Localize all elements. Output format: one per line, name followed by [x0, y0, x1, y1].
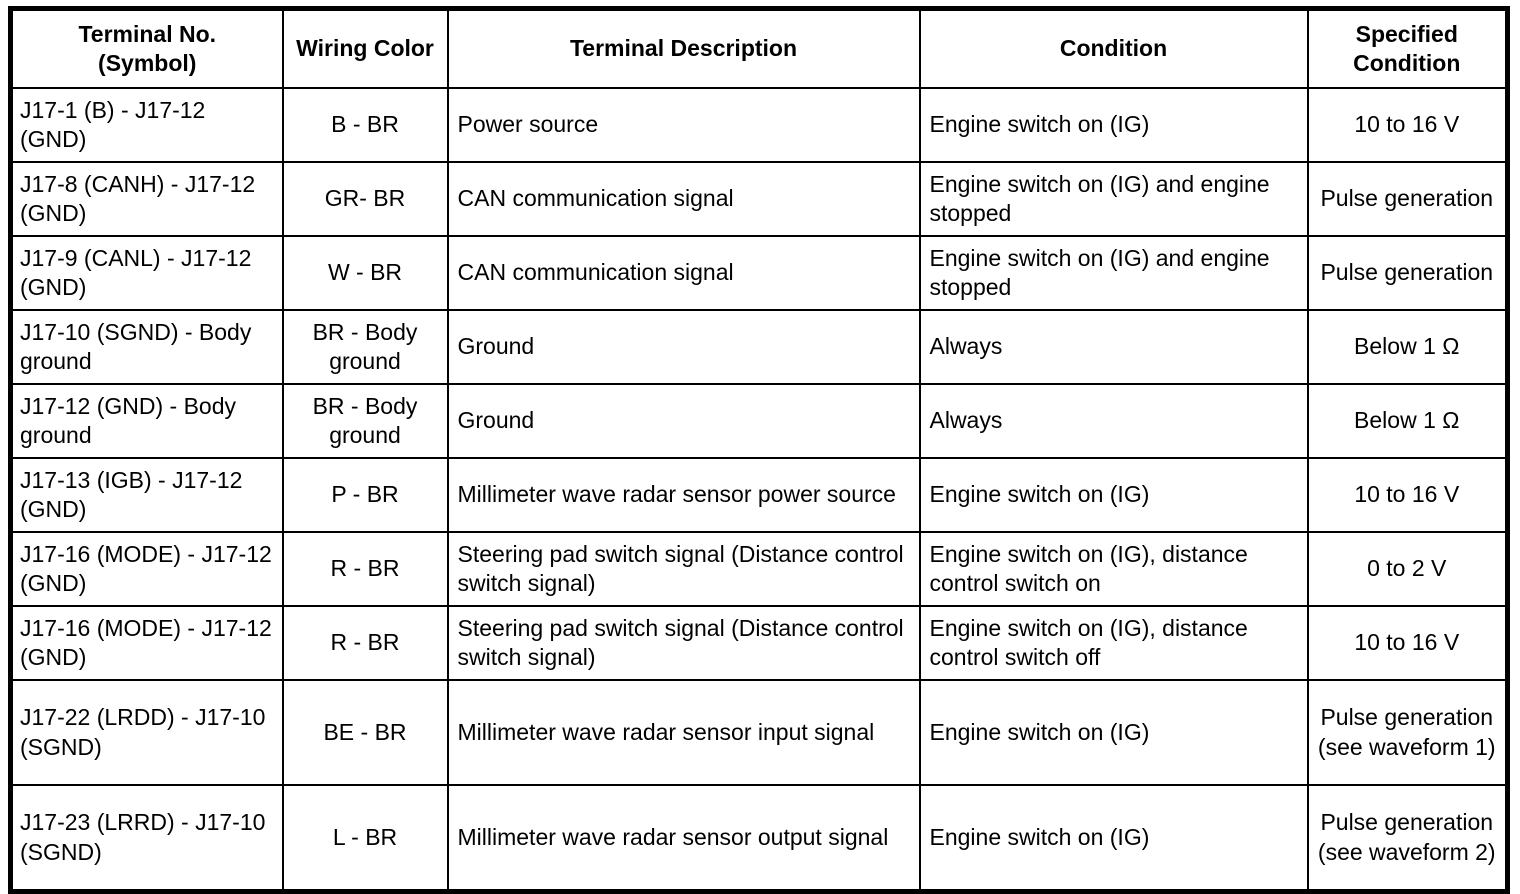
- column-header-specified-condition: Specified Condition: [1306, 7, 1509, 89]
- cell-condition: Engine switch on (IG): [918, 679, 1309, 786]
- header-row: Terminal No. (Symbol) Wiring Color Termi…: [9, 7, 1509, 89]
- cell-terminal-description: Steering pad switch signal (Distance con…: [446, 605, 921, 681]
- cell-wiring-color: L - BR: [281, 784, 449, 893]
- table-row: J17-12 (GND) - Body ground BR - Body gro…: [9, 383, 1509, 459]
- cell-condition: Engine switch on (IG), distance control …: [918, 531, 1309, 607]
- cell-specified-condition: Below 1 Ω: [1306, 383, 1509, 459]
- cell-specified-condition: Pulse generation (see waveform 2): [1306, 784, 1509, 893]
- table-row: J17-23 (LRRD) - J17-10 (SGND) L - BR Mil…: [9, 784, 1509, 893]
- cell-specified-condition: 10 to 16 V: [1306, 87, 1509, 163]
- cell-terminal-no: J17-22 (LRDD) - J17-10 (SGND): [9, 679, 284, 786]
- column-header-terminal-no: Terminal No. (Symbol): [9, 7, 284, 89]
- cell-condition: Engine switch on (IG): [918, 784, 1309, 893]
- table-row: J17-16 (MODE) - J17-12 (GND) R - BR Stee…: [9, 605, 1509, 681]
- cell-terminal-description: Steering pad switch signal (Distance con…: [446, 531, 921, 607]
- cell-wiring-color: GR- BR: [281, 161, 449, 237]
- cell-terminal-description: Millimeter wave radar sensor power sourc…: [446, 457, 921, 533]
- cell-condition: Engine switch on (IG): [918, 87, 1309, 163]
- table-row: J17-13 (IGB) - J17-12 (GND) P - BR Milli…: [9, 457, 1509, 533]
- cell-wiring-color: W - BR: [281, 235, 449, 311]
- column-header-wiring-color: Wiring Color: [281, 7, 449, 89]
- cell-terminal-description: CAN communication signal: [446, 161, 921, 237]
- cell-specified-condition: 10 to 16 V: [1306, 457, 1509, 533]
- cell-terminal-description: Millimeter wave radar sensor output sign…: [446, 784, 921, 893]
- cell-wiring-color: BE - BR: [281, 679, 449, 786]
- cell-wiring-color: BR - Body ground: [281, 309, 449, 385]
- cell-specified-condition: Below 1 Ω: [1306, 309, 1509, 385]
- cell-specified-condition: Pulse generation: [1306, 235, 1509, 311]
- cell-wiring-color: BR - Body ground: [281, 383, 449, 459]
- cell-terminal-no: J17-23 (LRRD) - J17-10 (SGND): [9, 784, 284, 893]
- cell-wiring-color: P - BR: [281, 457, 449, 533]
- table-row: J17-8 (CANH) - J17-12 (GND) GR- BR CAN c…: [9, 161, 1509, 237]
- cell-terminal-no: J17-13 (IGB) - J17-12 (GND): [9, 457, 284, 533]
- cell-specified-condition: 10 to 16 V: [1306, 605, 1509, 681]
- cell-wiring-color: B - BR: [281, 87, 449, 163]
- cell-terminal-no: J17-8 (CANH) - J17-12 (GND): [9, 161, 284, 237]
- cell-terminal-description: Millimeter wave radar sensor input signa…: [446, 679, 921, 786]
- column-header-condition: Condition: [918, 7, 1309, 89]
- cell-terminal-description: Power source: [446, 87, 921, 163]
- cell-terminal-description: CAN communication signal: [446, 235, 921, 311]
- cell-terminal-no: J17-16 (MODE) - J17-12 (GND): [9, 531, 284, 607]
- cell-terminal-no: J17-16 (MODE) - J17-12 (GND): [9, 605, 284, 681]
- table-body: J17-1 (B) - J17-12 (GND) B - BR Power so…: [9, 87, 1509, 893]
- table-row: J17-22 (LRDD) - J17-10 (SGND) BE - BR Mi…: [9, 679, 1509, 786]
- cell-terminal-description: Ground: [446, 383, 921, 459]
- cell-wiring-color: R - BR: [281, 531, 449, 607]
- table-row: J17-1 (B) - J17-12 (GND) B - BR Power so…: [9, 87, 1509, 163]
- cell-condition: Always: [918, 309, 1309, 385]
- table-row: J17-9 (CANL) - J17-12 (GND) W - BR CAN c…: [9, 235, 1509, 311]
- cell-terminal-no: J17-12 (GND) - Body ground: [9, 383, 284, 459]
- cell-terminal-no: J17-10 (SGND) - Body ground: [9, 309, 284, 385]
- cell-terminal-no: J17-9 (CANL) - J17-12 (GND): [9, 235, 284, 311]
- table-header: Terminal No. (Symbol) Wiring Color Termi…: [9, 7, 1509, 89]
- cell-specified-condition: Pulse generation: [1306, 161, 1509, 237]
- cell-condition: Engine switch on (IG): [918, 457, 1309, 533]
- cell-condition: Always: [918, 383, 1309, 459]
- table-row: J17-16 (MODE) - J17-12 (GND) R - BR Stee…: [9, 531, 1509, 607]
- cell-specified-condition: Pulse generation (see waveform 1): [1306, 679, 1509, 786]
- cell-terminal-no: J17-1 (B) - J17-12 (GND): [9, 87, 284, 163]
- column-header-terminal-description: Terminal Description: [446, 7, 921, 89]
- cell-condition: Engine switch on (IG), distance control …: [918, 605, 1309, 681]
- table-row: J17-10 (SGND) - Body ground BR - Body gr…: [9, 309, 1509, 385]
- terminal-inspection-table: Terminal No. (Symbol) Wiring Color Termi…: [8, 6, 1510, 894]
- cell-condition: Engine switch on (IG) and engine stopped: [918, 235, 1309, 311]
- page-root: Terminal No. (Symbol) Wiring Color Termi…: [8, 6, 1510, 894]
- cell-terminal-description: Ground: [446, 309, 921, 385]
- cell-specified-condition: 0 to 2 V: [1306, 531, 1509, 607]
- cell-condition: Engine switch on (IG) and engine stopped: [918, 161, 1309, 237]
- cell-wiring-color: R - BR: [281, 605, 449, 681]
